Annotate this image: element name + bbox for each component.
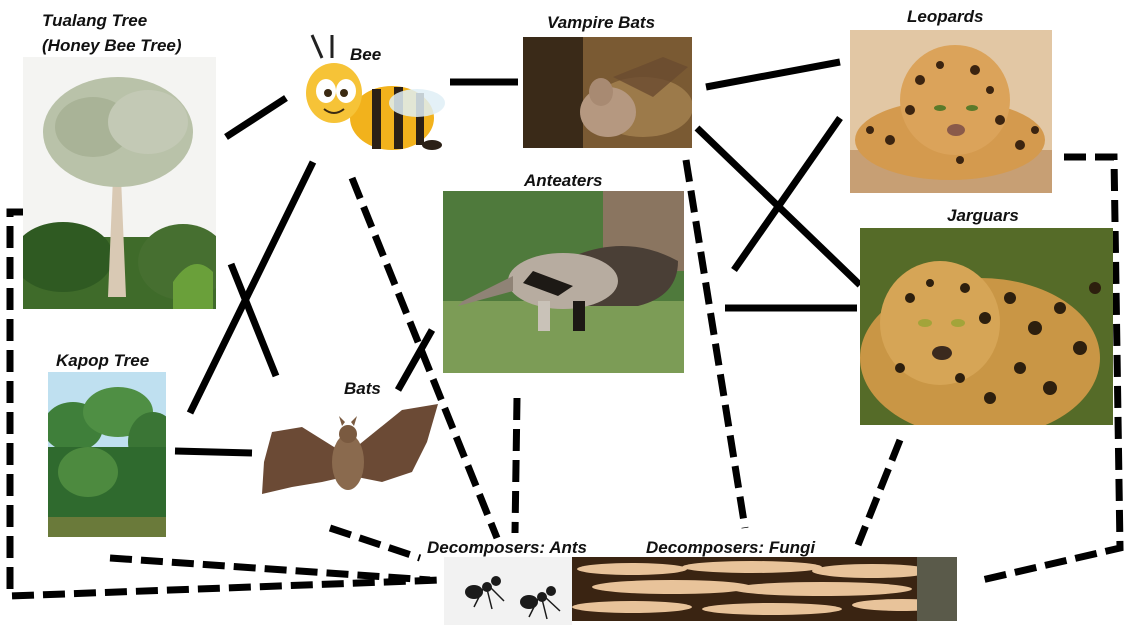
kapop-tree-image bbox=[48, 372, 166, 537]
ants-image bbox=[444, 557, 572, 625]
tualang-tree-image bbox=[23, 57, 216, 309]
tualang-label-line2: (Honey Bee Tree) bbox=[42, 35, 182, 56]
link-bats-ants bbox=[330, 528, 420, 558]
link-kapop-ants bbox=[110, 558, 430, 580]
bee-image bbox=[292, 33, 450, 160]
link-vampire-fungi bbox=[686, 160, 745, 528]
anteaters-image bbox=[443, 191, 684, 373]
vampire-bats-label: Vampire Bats bbox=[547, 12, 655, 33]
ants-label: Decomposers: Ants bbox=[427, 537, 587, 558]
link-kapop-bats bbox=[175, 451, 252, 453]
anteaters-label: Anteaters bbox=[524, 170, 602, 191]
leopards-label: Leopards bbox=[907, 6, 984, 27]
link-anteater-ants bbox=[515, 398, 517, 533]
kapop-label: Kapop Tree bbox=[56, 350, 149, 371]
tualang-label-line1: Tualang Tree bbox=[42, 10, 182, 31]
tualang-label: Tualang Tree (Honey Bee Tree) bbox=[42, 10, 182, 56]
link-vampire-leopards bbox=[706, 62, 840, 87]
jarguars-label: Jarguars bbox=[947, 205, 1019, 226]
bats-label: Bats bbox=[344, 378, 381, 399]
vampire-bats-image bbox=[523, 37, 692, 148]
link-tualang-bee bbox=[226, 98, 286, 137]
fungi-image bbox=[572, 557, 957, 621]
bats-image bbox=[262, 402, 438, 498]
fungi-label: Decomposers: Fungi bbox=[646, 537, 815, 558]
link-jarguars-fungi bbox=[858, 440, 900, 545]
leopards-image bbox=[850, 30, 1052, 193]
jarguars-image bbox=[860, 228, 1113, 425]
